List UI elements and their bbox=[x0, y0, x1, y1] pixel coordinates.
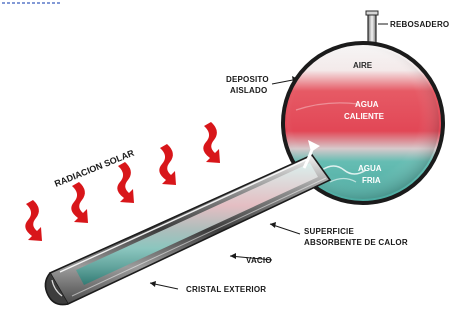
agua-fria-label-line2: FRIA bbox=[362, 176, 381, 185]
agua-fria-label-line1: AGUA bbox=[358, 164, 382, 173]
radiation-arrow-1 bbox=[25, 200, 42, 241]
deposito-label-line1: DEPOSITO bbox=[226, 75, 269, 84]
vacio-label: VACIO bbox=[246, 256, 272, 265]
radiation-arrow-4 bbox=[159, 144, 176, 185]
rebosadero-label: REBOSADERO bbox=[390, 20, 449, 29]
agua-caliente-label-line2: CALIENTE bbox=[344, 112, 385, 121]
radiation-arrow-2 bbox=[71, 182, 88, 223]
agua-caliente-label-line1: AGUA bbox=[355, 100, 379, 109]
superficie-label-line2: ABSORBENTE DE CALOR bbox=[304, 238, 408, 247]
deposito-label-line2: AISLADO bbox=[230, 86, 267, 95]
superficie-label-line1: SUPERFICIE bbox=[304, 227, 354, 236]
radiation-arrow-5 bbox=[203, 122, 220, 163]
radiation-arrow-3 bbox=[117, 162, 134, 203]
aire-label: AIRE bbox=[353, 61, 373, 70]
cristal-exterior-label: CRISTAL EXTERIOR bbox=[186, 285, 266, 294]
